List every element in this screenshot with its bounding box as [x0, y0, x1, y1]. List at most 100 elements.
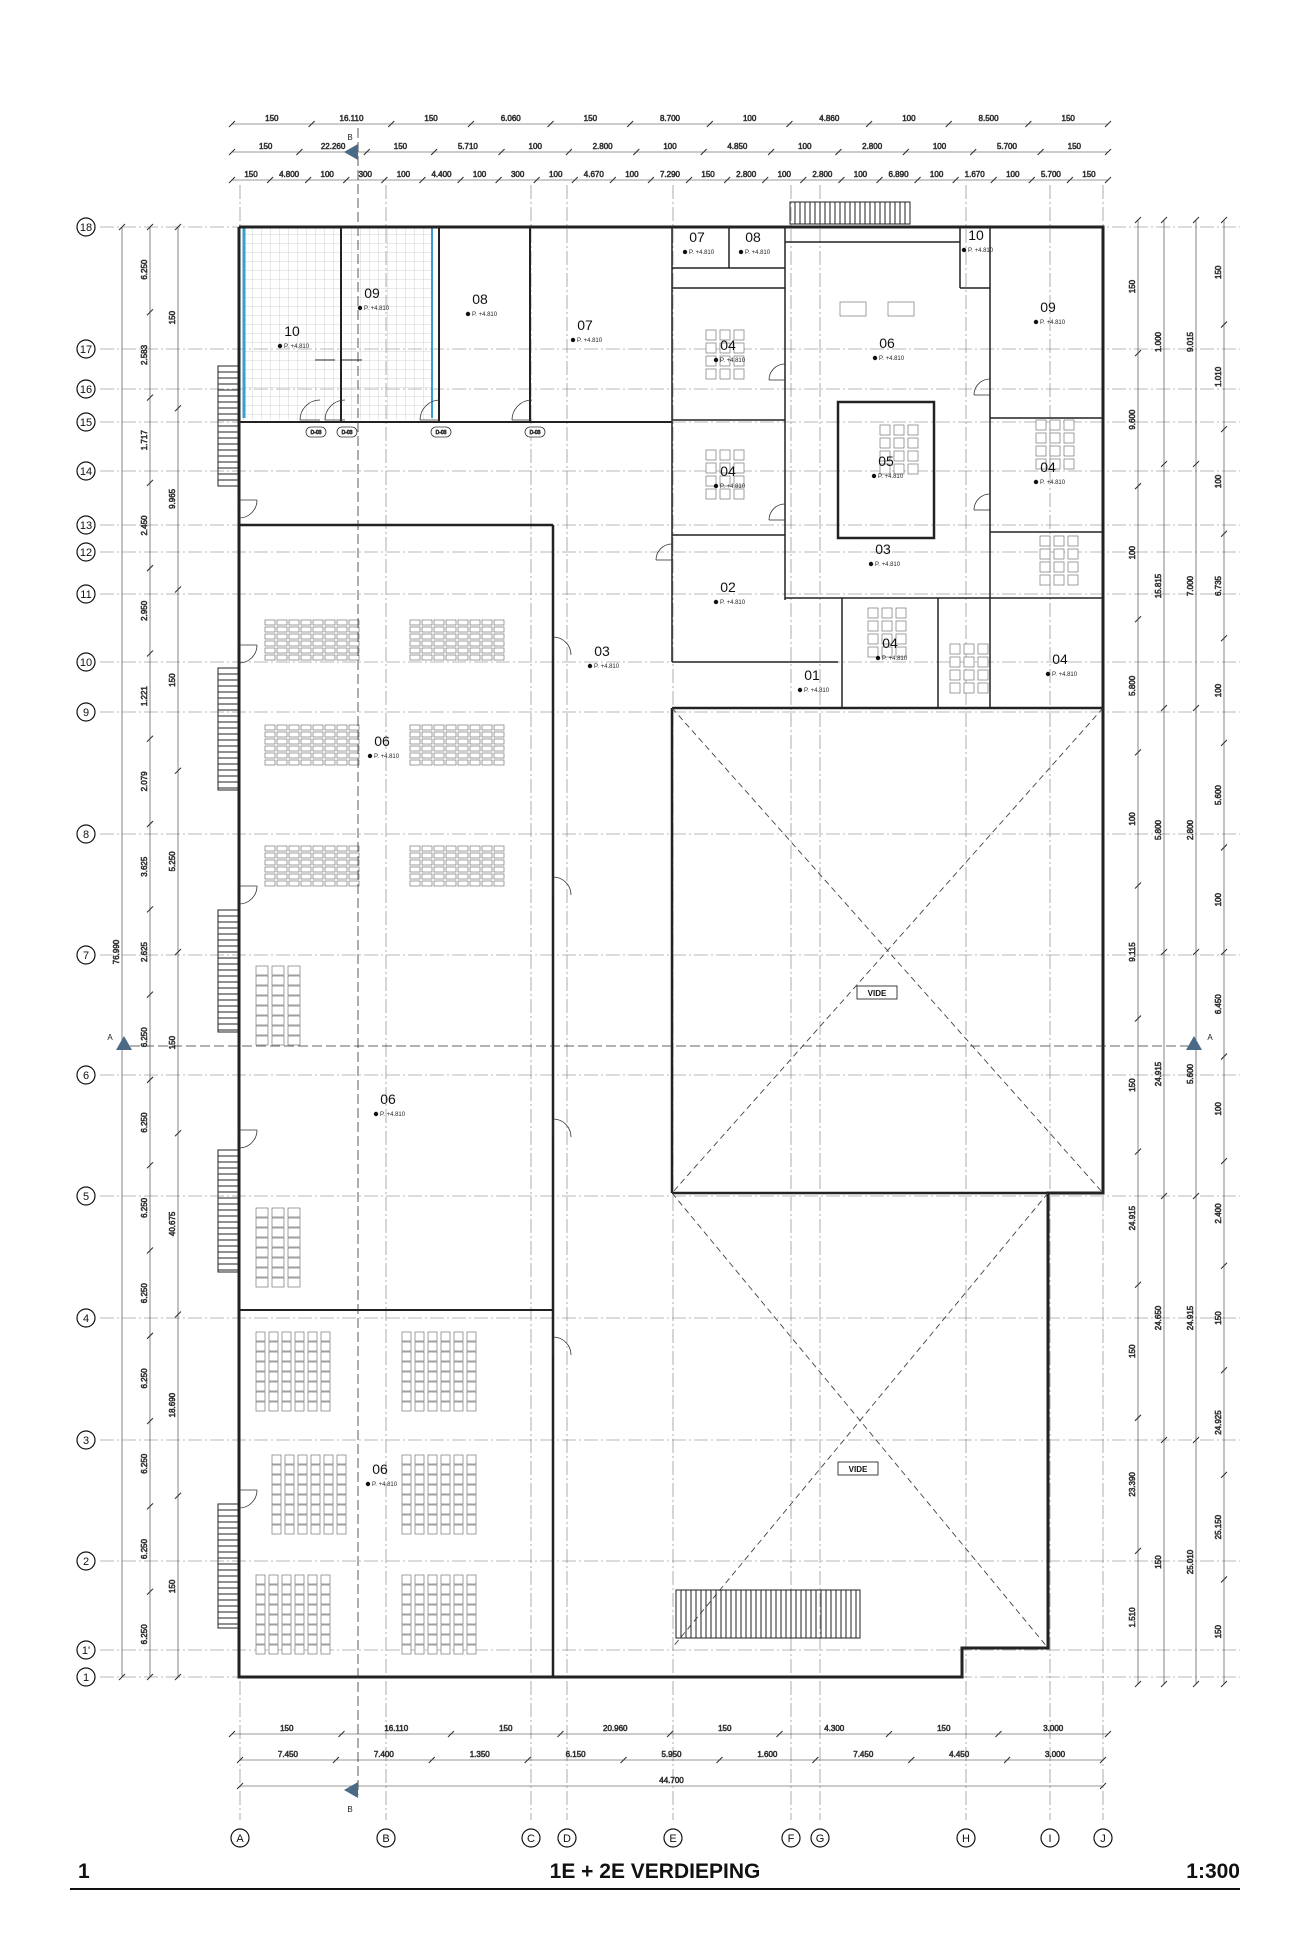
room-number: 08	[745, 229, 761, 245]
chair	[493, 647, 505, 654]
desk-cluster-2	[879, 424, 919, 475]
chair	[336, 1494, 347, 1505]
chair	[453, 1504, 464, 1515]
room-level: P. +4.810	[720, 600, 746, 606]
chair	[466, 1351, 477, 1362]
door-tag-frame	[524, 426, 546, 438]
chair	[271, 1035, 285, 1046]
chair	[453, 1584, 464, 1595]
chair	[336, 1514, 347, 1525]
chair	[276, 724, 288, 731]
bubble-label: D	[563, 1833, 571, 1845]
dim-text: 100	[902, 114, 916, 123]
room-number: 08	[472, 291, 488, 307]
chair	[421, 845, 433, 852]
chair	[409, 654, 421, 661]
chair	[255, 1574, 266, 1585]
dim-tick	[716, 1756, 723, 1764]
chair	[414, 1594, 425, 1605]
chair	[336, 873, 348, 880]
chair	[469, 724, 481, 731]
bubble-label: 4	[83, 1313, 89, 1325]
chair	[401, 1624, 412, 1635]
chair	[401, 1351, 412, 1362]
chair	[307, 1401, 318, 1412]
dim-tick	[146, 1588, 154, 1596]
room-level: P. +4.810	[284, 344, 310, 350]
chair	[481, 866, 493, 873]
chair	[427, 1361, 438, 1372]
chair	[264, 852, 276, 859]
door-tag-frame	[305, 426, 327, 438]
grid-bubble-col-D: D	[557, 1828, 577, 1848]
chair	[401, 1494, 412, 1505]
door-swing	[419, 399, 441, 421]
chair	[493, 745, 505, 752]
chair	[453, 1514, 464, 1525]
dim-tick	[1220, 844, 1228, 851]
chair	[288, 873, 300, 880]
chair	[867, 646, 879, 658]
chair	[466, 1604, 477, 1615]
chair	[421, 731, 433, 738]
chair	[427, 1644, 438, 1655]
chair	[414, 1341, 425, 1352]
chair	[324, 619, 336, 626]
chair	[323, 1494, 334, 1505]
bubble-label: F	[788, 1833, 795, 1845]
dim-text: 2.800	[812, 170, 833, 179]
room-number: 02	[720, 579, 736, 595]
chair	[414, 1584, 425, 1595]
chair	[401, 1361, 412, 1372]
dim-text: 100	[798, 142, 812, 151]
door-office-4	[655, 543, 673, 561]
chair	[414, 1494, 425, 1505]
dim-tick	[902, 148, 910, 156]
room-level: P. +4.810	[1040, 480, 1066, 486]
dim-tick	[885, 1730, 893, 1738]
chair	[264, 859, 276, 866]
room-number: 06	[879, 335, 895, 351]
dim-text: 44.700	[659, 1776, 684, 1785]
room-label-04: 04P. +4.810	[713, 463, 746, 490]
chair	[893, 424, 905, 436]
chair	[276, 880, 288, 887]
chair	[427, 1574, 438, 1585]
dim-tick	[228, 120, 236, 128]
chair	[414, 1484, 425, 1495]
chair	[271, 995, 285, 1006]
bubble-label: 9	[83, 707, 89, 719]
chair	[297, 1454, 308, 1465]
chair	[421, 866, 433, 873]
chair	[287, 1207, 301, 1218]
chair	[264, 724, 276, 731]
dim-tick	[1160, 1192, 1168, 1200]
chair	[294, 1604, 305, 1615]
chair	[287, 1267, 301, 1278]
chair	[276, 752, 288, 759]
chair	[284, 1454, 295, 1465]
chair	[409, 859, 421, 866]
chair	[453, 1381, 464, 1392]
grid-bubble-row-9: 9	[76, 702, 96, 722]
chair	[427, 1331, 438, 1342]
chair	[307, 1381, 318, 1392]
chair	[1053, 574, 1065, 586]
grid-bubble-row-2: 16	[76, 379, 96, 399]
grid-bubble-col-I: I	[1040, 1828, 1060, 1848]
chair	[440, 1504, 451, 1515]
room-label-03: 03P. +4.810	[587, 643, 620, 670]
chair	[414, 1474, 425, 1485]
chair	[281, 1604, 292, 1615]
chair	[320, 1594, 331, 1605]
room-level: P. +4.810	[689, 250, 715, 256]
chair	[336, 852, 348, 859]
room-level: P. +4.810	[879, 356, 905, 362]
chair	[336, 1524, 347, 1535]
chair	[1035, 458, 1047, 470]
stair-outline	[217, 1503, 241, 1629]
chair	[320, 1624, 331, 1635]
